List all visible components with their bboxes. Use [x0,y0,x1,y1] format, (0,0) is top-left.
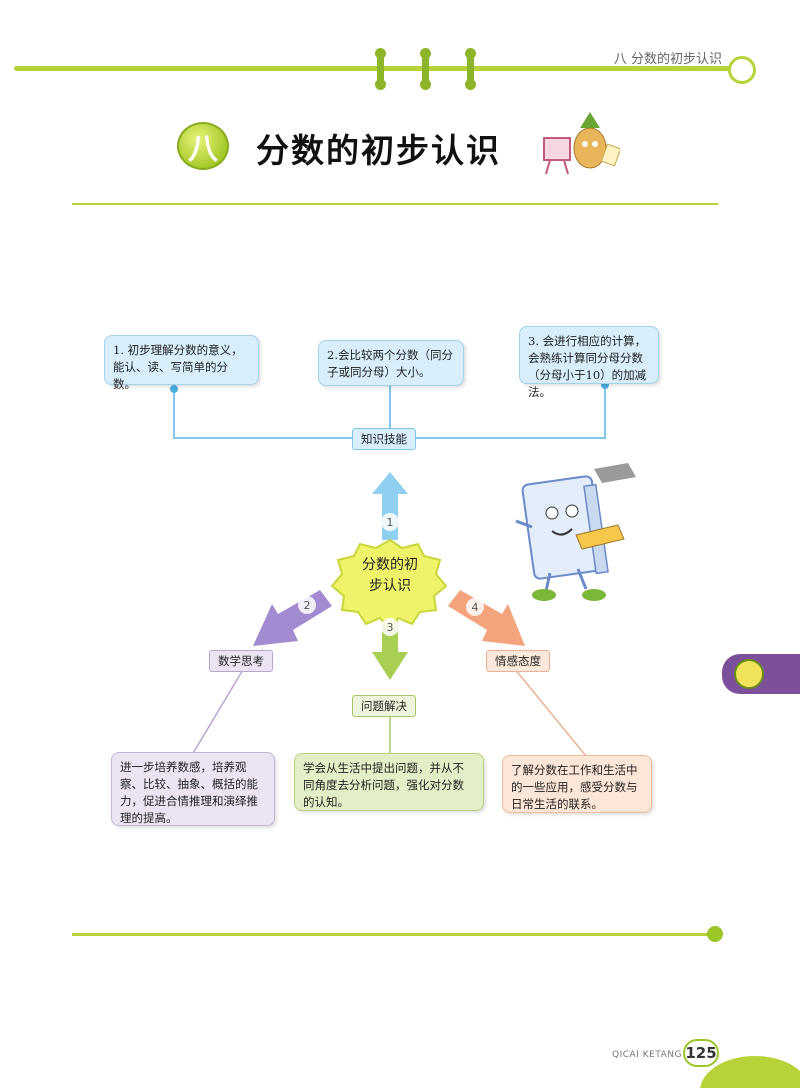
footer-brand: QICAI KETANG [612,1050,682,1060]
attitude-tag: 情感态度 [486,650,550,672]
frog-icon [734,659,764,689]
pineapple-mascot-icon [543,112,620,175]
center-topic-line: 步认识 [369,578,411,594]
knowledge-item: 2.会比较两个分数（同分子或同分母）大小。 [318,340,464,386]
arrow-number: 1 [381,513,399,531]
footer-rule [72,933,712,936]
binder-ring [375,48,386,90]
knowledge-item: 1. 初步理解分数的意义，能认、读、写简单的分数。 [104,335,259,391]
problem-solving-box: 学会从生活中提出问题，并从不同角度去分析问题，强化对分数的认知。 [294,753,484,811]
corner-mascot-icon [728,56,756,84]
book-mascot-icon [515,463,636,601]
math-thinking-box: 进一步培养数感，培养观察、比较、抽象、概括的能力，促进合情推理和演绎推理的提高。 [111,752,275,826]
knowledge-item: 3. 会进行相应的计算，会熟练计算同分母分数（分母小于10）的加减法。 [519,326,659,399]
center-topic-line: 分数的初 [362,557,418,573]
arrow-number: 2 [298,596,316,614]
header-rule [14,66,732,71]
chapter-badge: 八 [177,122,229,170]
footer-dot [707,926,723,942]
arrow-number: 4 [466,598,484,616]
title-rule [72,203,718,205]
page-number: 125 [683,1039,719,1067]
attitude-box: 了解分数在工作和生活中的一些应用，感受分数与日常生活的联系。 [502,755,652,813]
math-thinking-tag: 数学思考 [209,650,273,672]
knowledge-tag: 知识技能 [352,428,416,450]
running-header: 八 分数的初步认识 [613,52,722,67]
binder-ring [465,48,476,90]
page-title: 分数的初步认识 [256,131,501,170]
center-topic: 分数的初 步认识 [345,555,435,597]
arrow-number: 3 [381,618,399,636]
binder-ring [420,48,431,90]
problem-solving-tag: 问题解决 [352,695,416,717]
